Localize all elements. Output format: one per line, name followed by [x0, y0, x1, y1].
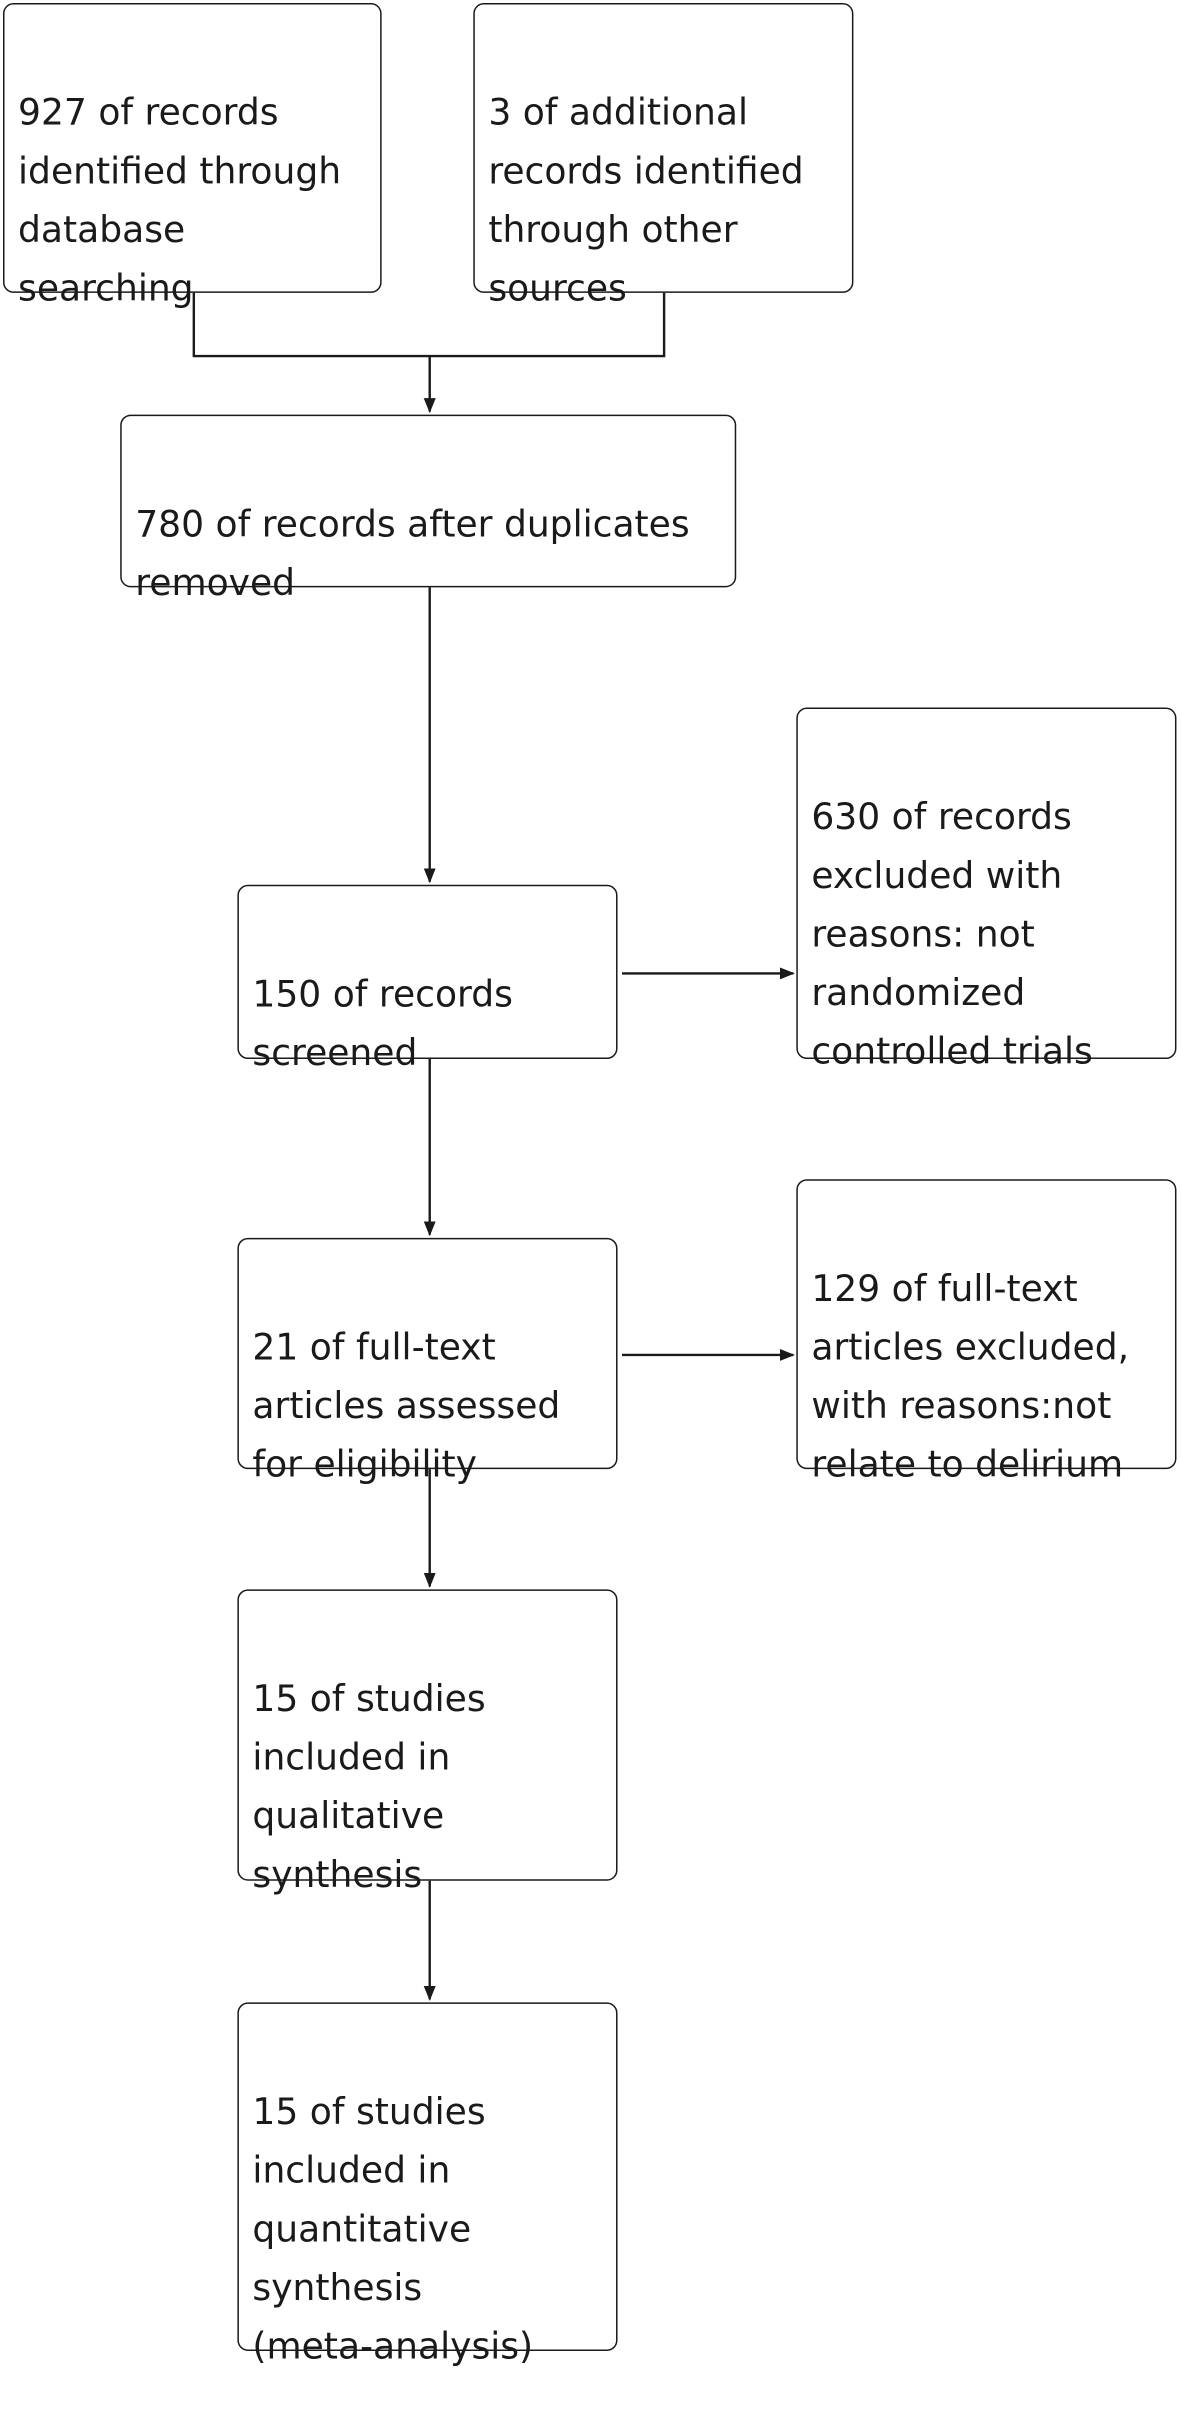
box-other-sources: 3 of additional records identified throu… — [473, 3, 854, 309]
box-full-text-assessed: 21 of full-text articles assessed for el… — [237, 1237, 618, 1486]
box-after-duplicates: 780 of records after duplicates removed — [120, 414, 737, 604]
merge-connector — [192, 292, 666, 358]
box-database-search-text: 927 of records identified through databa… — [18, 91, 342, 310]
box-quantitative-synthesis: 15 of studies included in quantitative s… — [237, 2002, 618, 2367]
prisma-flow-diagram: 927 of records identified through databa… — [3, 3, 1177, 2367]
box-excluded-records: 630 of records excluded with reasons: no… — [796, 707, 1177, 1073]
box-full-text-assessed-text: 21 of full-text articles assessed for el… — [252, 1326, 561, 1486]
box-screened-text: 150 of records screened — [252, 973, 513, 1075]
box-excluded-records-text: 630 of records excluded with reasons: no… — [811, 796, 1093, 1073]
box-database-search: 927 of records identified through databa… — [3, 3, 382, 309]
box-full-text-excluded-text: 129 of full-text articles excluded, with… — [811, 1267, 1130, 1486]
box-screened: 150 of records screened — [237, 884, 618, 1074]
connectors — [192, 292, 795, 2001]
box-quantitative-synthesis-text: 15 of studies included in quantitative s… — [252, 2091, 534, 2368]
box-qualitative-synthesis: 15 of studies included in qualitative sy… — [237, 1589, 618, 1896]
box-full-text-excluded: 129 of full-text articles excluded, with… — [796, 1179, 1177, 1486]
box-qualitative-synthesis-text: 15 of studies included in qualitative sy… — [252, 1677, 486, 1896]
box-other-sources-text: 3 of additional records identified throu… — [488, 91, 804, 310]
box-after-duplicates-text: 780 of records after duplicates removed — [135, 503, 690, 604]
